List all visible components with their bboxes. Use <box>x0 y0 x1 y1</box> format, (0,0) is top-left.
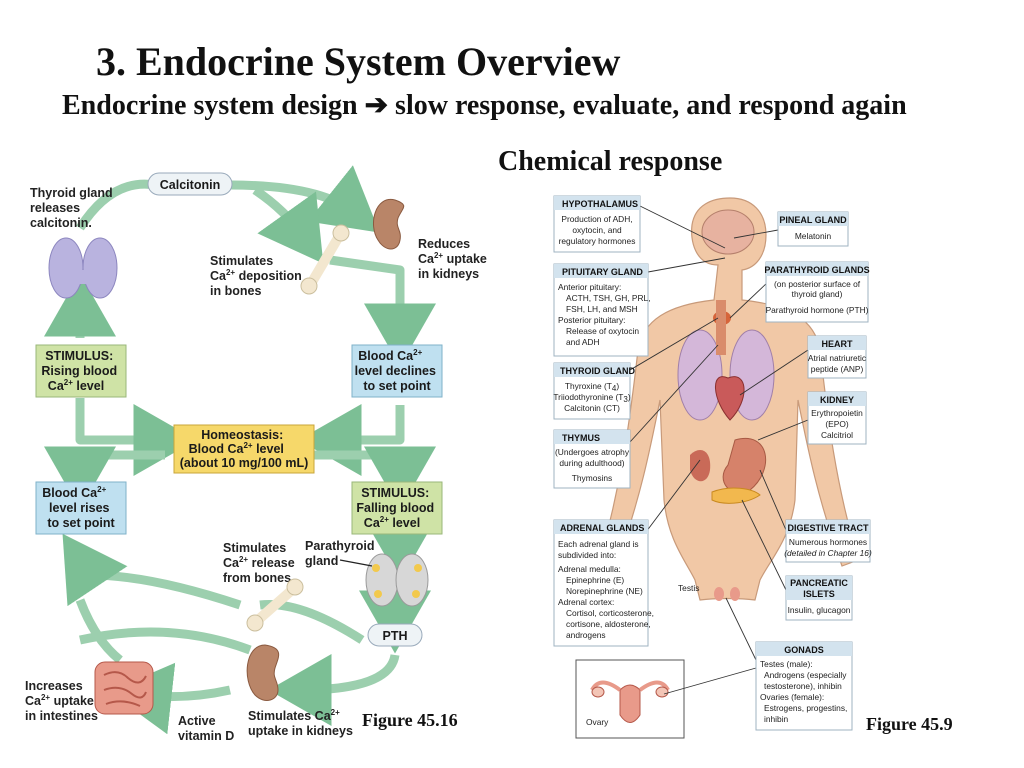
digestive-box: DIGESTIVE TRACT Numerous hormones(detail… <box>784 519 872 563</box>
svg-text:PARATHYROID GLANDS: PARATHYROID GLANDS <box>764 265 869 275</box>
svg-text:PITUITARY GLAND: PITUITARY GLAND <box>562 267 643 277</box>
stimulates-deposition-label: Stimulates Ca2+ deposition in bones <box>210 254 305 298</box>
ovary-inset: Ovary <box>575 659 685 739</box>
bone-icon-lower <box>246 578 304 632</box>
svg-text:Ovary: Ovary <box>586 717 609 727</box>
svg-text:HEART: HEART <box>822 339 854 349</box>
svg-text:Production of ADH,oxytocin, an: Production of ADH,oxytocin, andregulator… <box>559 214 636 246</box>
thyroid-gland-icon <box>48 237 118 299</box>
svg-text:Thyroxine (T4)Triiodothyronine: Thyroxine (T4)Triiodothyronine (T3)Calci… <box>553 381 630 413</box>
stimulates-release-label: Stimulates Ca2+ release from bones <box>223 541 298 585</box>
chemical-response-heading: Chemical response <box>498 146 723 177</box>
gonads-box: GONADS Testes (male):Androgens (especial… <box>755 641 853 731</box>
svg-text:KIDNEY: KIDNEY <box>820 395 854 405</box>
pineal-box: PINEAL GLAND Melatonin <box>777 211 849 247</box>
subtitle-end: slow response, evaluate, and respond aga… <box>388 90 907 121</box>
thyroid-releases-label: Thyroid gland releases calcitonin. <box>30 186 116 230</box>
parathyroid-box: PARATHYROID GLANDS (on posterior surface… <box>764 261 870 323</box>
intestines-icon <box>94 661 154 715</box>
subtitle-start: Endocrine system design <box>62 90 365 121</box>
figure-label-right: Figure 45.9 <box>866 714 953 734</box>
svg-text:Blood Ca2+ level rises: Blood Ca2+ level rises to set point <box>42 481 115 530</box>
svg-text:GONADS: GONADS <box>784 645 824 655</box>
slide-title: 3. Endocrine System Overview <box>96 39 621 84</box>
slide-subtitle: Endocrine system design ➔ slow response,… <box>62 86 942 126</box>
active-vitamin-d-label: Active vitamin D <box>178 714 234 743</box>
pth-label: PTH <box>367 623 423 647</box>
kidney-box: KIDNEY Erythropoietin(EPO)Calcitriol <box>807 391 867 445</box>
svg-text:PINEAL GLAND: PINEAL GLAND <box>779 215 847 225</box>
pituitary-box: PITUITARY GLAND Anterior pituitary:ACTH,… <box>553 263 651 357</box>
calcitonin-label: Calcitonin <box>147 172 233 196</box>
pointer-lines <box>629 205 809 695</box>
level-declines-box: Blood Ca2+ level declines to set point <box>351 344 443 398</box>
thyroid-box: THYROID GLAND Thyroxine (T4)Triiodothyro… <box>553 362 635 420</box>
stimulus-rising-box: STIMULUS: Rising blood Ca2+ level <box>35 344 127 398</box>
arrow-icon: ➔ <box>364 90 389 121</box>
svg-text:STIMULUS: Falling blood: STIMULUS: Falling blood Ca2+ level <box>356 486 437 530</box>
bone-icon <box>300 224 350 295</box>
svg-text:Numerous hormones(detailed in: Numerous hormones(detailed in Chapter 16… <box>784 537 872 558</box>
kidney-icon-lower <box>246 644 280 701</box>
upper-loop-arrows <box>44 165 436 476</box>
parathyroid-label: Parathyroid gland <box>305 539 378 568</box>
reduces-uptake-label: Reduces Ca2+ uptake in kidneys <box>418 237 490 281</box>
svg-text:Anterior pituitary:ACTH, TSH,: Anterior pituitary:ACTH, TSH, GH, PRL,FS… <box>558 282 651 347</box>
svg-text:THYROID GLAND: THYROID GLAND <box>560 366 635 376</box>
svg-text:HYPOTHALAMUS: HYPOTHALAMUS <box>562 199 638 209</box>
parathyroid-gland-icon <box>365 553 429 607</box>
hypothalamus-box: HYPOTHALAMUS Production of ADH,oxytocin,… <box>553 195 641 253</box>
figure-label-left: Figure 45.16 <box>362 710 458 730</box>
svg-text:Melatonin: Melatonin <box>795 231 832 241</box>
parathyroid-pointer <box>339 559 373 567</box>
svg-text:ADRENAL GLANDS: ADRENAL GLANDS <box>560 523 644 533</box>
stimulates-uptake-kidneys-label: Stimulates Ca2+ uptake in kidneys <box>248 704 353 738</box>
level-rises-box: Blood Ca2+ level rises to set point <box>35 481 127 535</box>
svg-text:Insulin, glucagon: Insulin, glucagon <box>788 605 851 615</box>
homeostasis-box: Homeostasis: Blood Ca2+ level (about 10 … <box>173 424 315 474</box>
testis-label: Testis <box>678 583 699 593</box>
svg-text:THYMUS: THYMUS <box>562 433 600 443</box>
svg-text:PTH: PTH <box>383 629 408 643</box>
svg-text:Blood Ca2+ level decline: Blood Ca2+ level declines to set point <box>355 344 440 393</box>
svg-text:Homeostasis: Blood Ca2+: Homeostasis: Blood Ca2+ level (about 10 … <box>180 428 309 470</box>
kidney-icon <box>373 199 405 250</box>
increases-uptake-label: Increases Ca2+ uptake in intestines <box>25 679 98 723</box>
svg-text:Testes (male):Androgens (espec: Testes (male):Androgens (especiallytesto… <box>760 659 847 724</box>
svg-text:Calcitonin: Calcitonin <box>160 178 220 192</box>
svg-text:DIGESTIVE TRACT: DIGESTIVE TRACT <box>787 523 869 533</box>
svg-text:Erythropoietin(EPO)Calcitriol: Erythropoietin(EPO)Calcitriol <box>811 408 863 440</box>
svg-text:STIMULUS: Rising blood: STIMULUS: Rising blood Ca2+ level <box>41 349 120 393</box>
stimulus-falling-box: STIMULUS: Falling blood Ca2+ level <box>351 481 443 535</box>
